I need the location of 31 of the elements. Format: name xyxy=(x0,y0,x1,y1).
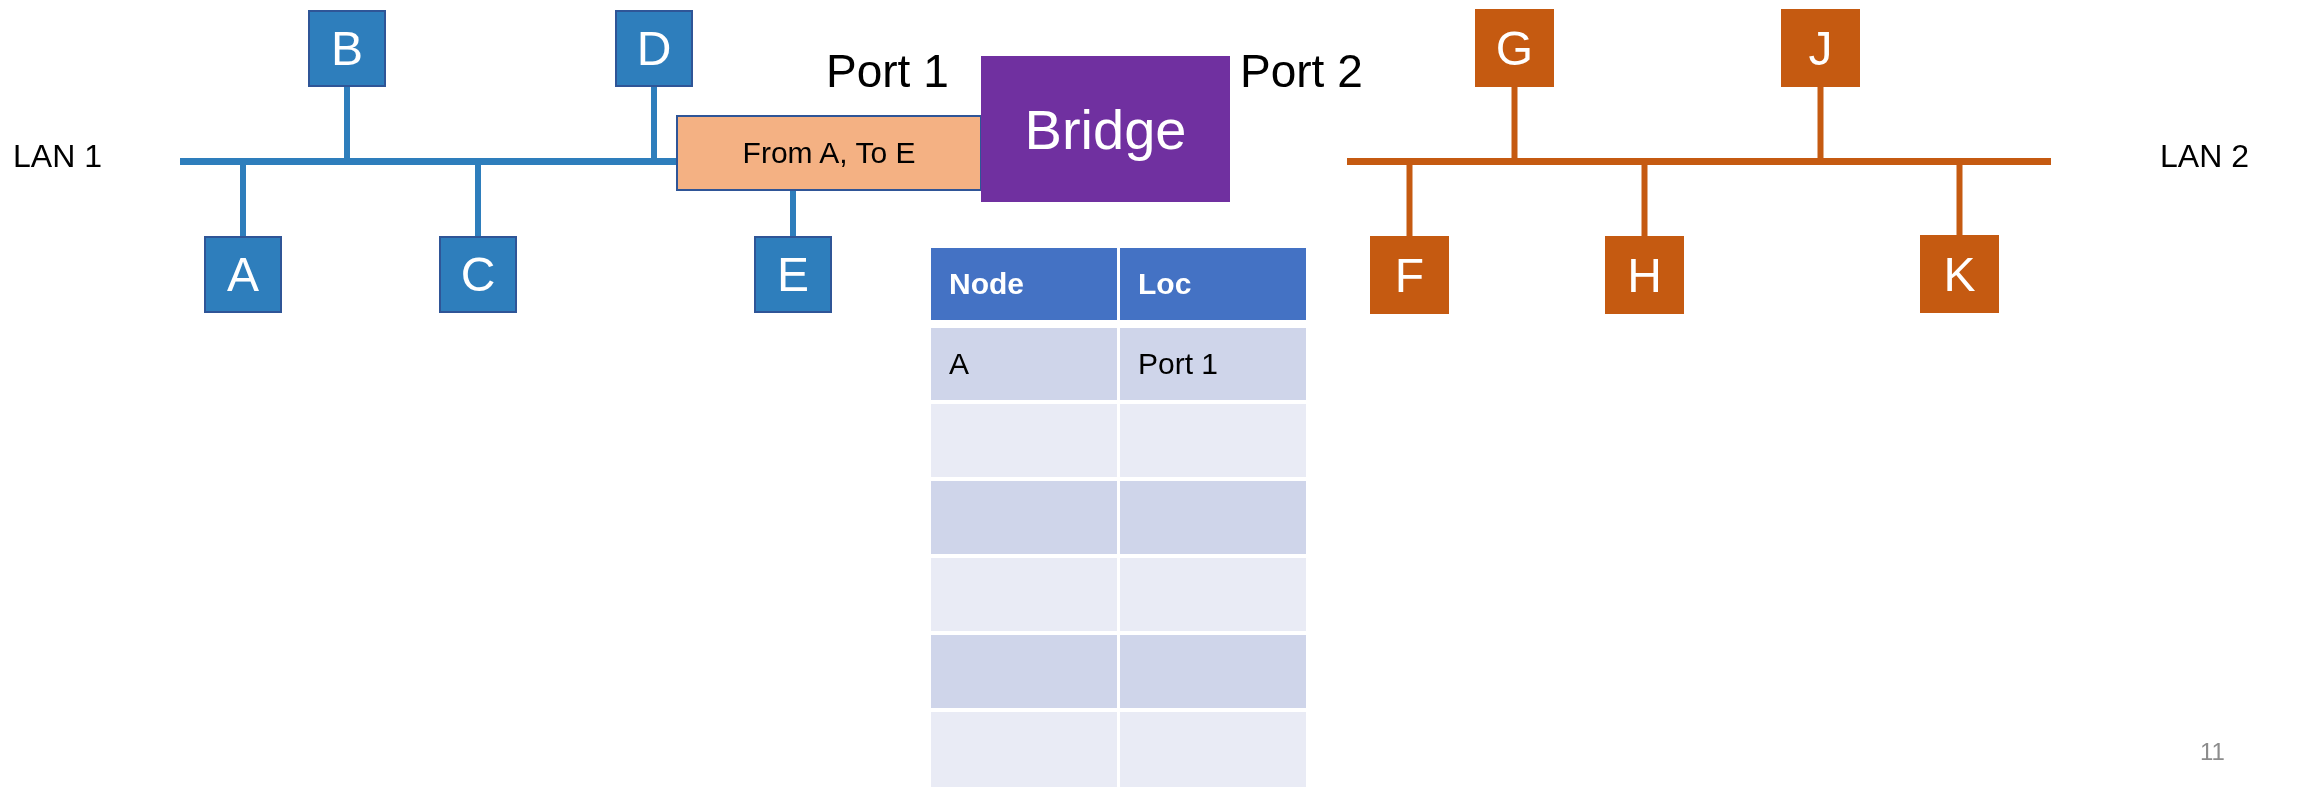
connector-line xyxy=(651,87,657,158)
connector-line xyxy=(475,165,481,236)
table-header-cell: Loc xyxy=(1120,248,1306,320)
station-box: A xyxy=(204,236,282,313)
connector-line xyxy=(240,165,246,236)
network-label: LAN 2 xyxy=(2160,138,2249,175)
station-box: D xyxy=(615,10,693,87)
station-box: K xyxy=(1920,235,1999,313)
station-box: C xyxy=(439,236,517,313)
bridge-box: Bridge xyxy=(981,56,1230,202)
station-box: E xyxy=(754,236,832,313)
connector-line xyxy=(1956,165,1963,235)
connector-line xyxy=(344,87,350,158)
table-cell: Port 1 xyxy=(1120,328,1306,400)
station-box: H xyxy=(1605,236,1684,314)
port-label: Port 1 xyxy=(826,44,949,98)
station-box: G xyxy=(1475,9,1554,87)
connector-line xyxy=(790,191,796,236)
station-box: B xyxy=(308,10,386,87)
table-cell: A xyxy=(931,328,1117,400)
station-box: F xyxy=(1370,236,1449,314)
connector-line xyxy=(1511,87,1518,158)
page-number: 11 xyxy=(2200,738,2225,766)
station-box: J xyxy=(1781,9,1860,87)
table-header-cell: Node xyxy=(931,248,1117,320)
connector-line xyxy=(1817,87,1824,158)
connector-line xyxy=(1406,165,1413,236)
frame-box: From A, To E xyxy=(676,115,982,191)
port-label: Port 2 xyxy=(1240,44,1363,98)
connector-line xyxy=(1641,165,1648,236)
network-label: LAN 1 xyxy=(13,138,102,175)
